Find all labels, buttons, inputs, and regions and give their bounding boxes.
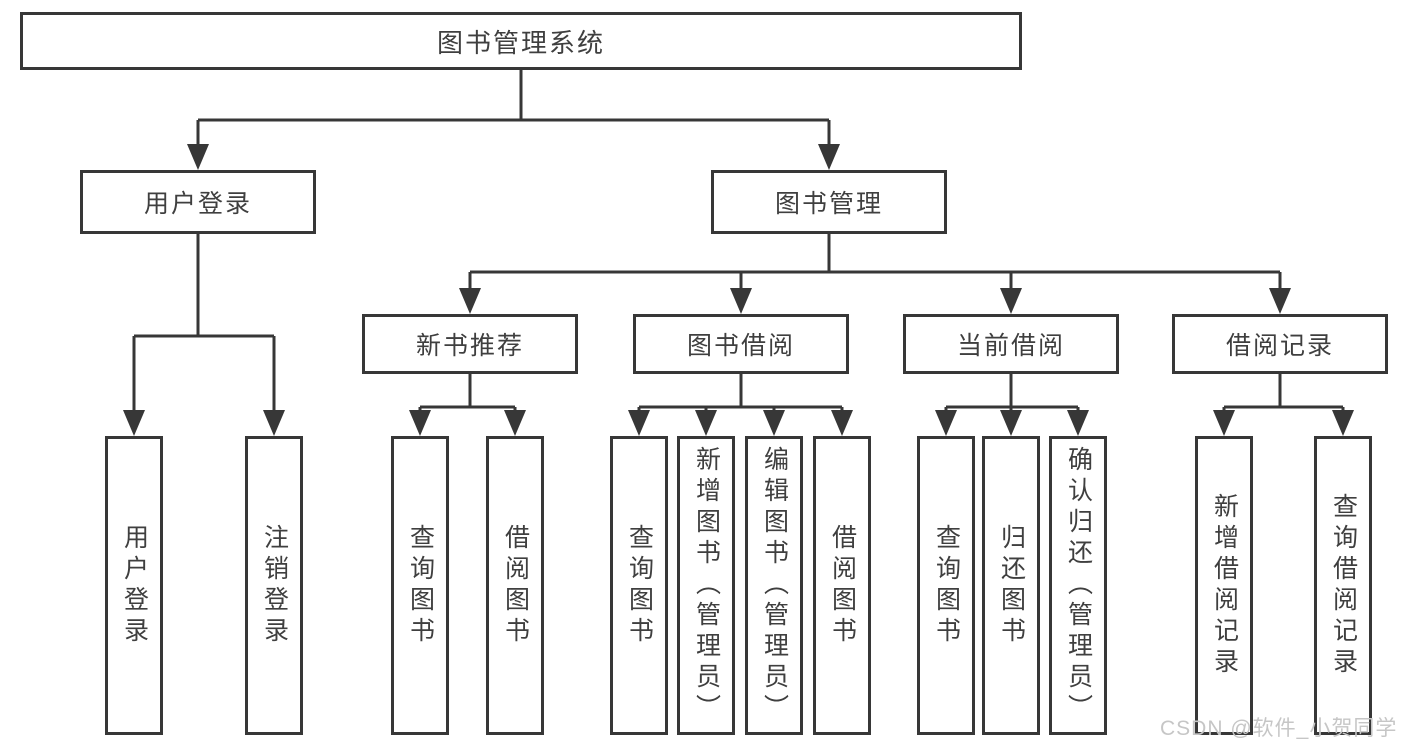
leaf-edit-book-admin-label: 编辑图书（管理员） xyxy=(760,446,789,725)
leaf-add-book-admin: 新增图书（管理员） xyxy=(677,436,735,735)
leaf-add-borrow-record-label: 新增借阅记录 xyxy=(1210,492,1239,679)
node-root-label: 图书管理系统 xyxy=(436,27,605,58)
leaf-add-borrow-record: 新增借阅记录 xyxy=(1195,436,1253,735)
leaf-query-books-current: 查询图书 xyxy=(917,436,975,735)
leaf-borrow-books: 借阅图书 xyxy=(813,436,871,735)
node-root: 图书管理系统 xyxy=(20,12,1022,70)
leaf-query-books-recommend-label: 查询图书 xyxy=(406,523,435,648)
node-borrow-records: 借阅记录 xyxy=(1172,314,1388,374)
node-book-management: 图书管理 xyxy=(711,170,947,234)
node-borrow-records-label: 借阅记录 xyxy=(1225,332,1334,360)
node-user-login: 用户登录 xyxy=(80,170,316,234)
leaf-edit-book-admin: 编辑图书（管理员） xyxy=(745,436,803,735)
leaf-user-login-label: 用户登录 xyxy=(120,523,149,648)
leaf-query-books-borrow-label: 查询图书 xyxy=(625,523,654,648)
leaf-borrow-books-label: 借阅图书 xyxy=(828,523,857,648)
leaf-user-login: 用户登录 xyxy=(105,436,163,735)
leaf-add-book-admin-label: 新增图书（管理员） xyxy=(692,446,721,725)
leaf-query-borrow-record: 查询借阅记录 xyxy=(1314,436,1372,735)
leaf-query-borrow-record-label: 查询借阅记录 xyxy=(1329,492,1358,679)
node-book-borrow-label: 图书借阅 xyxy=(686,332,795,360)
watermark: CSDN @软件_小贺同学 xyxy=(1160,717,1398,740)
leaf-return-book-label: 归还图书 xyxy=(997,523,1026,648)
leaf-query-books-borrow: 查询图书 xyxy=(610,436,668,735)
leaf-query-books-current-label: 查询图书 xyxy=(932,523,961,648)
node-new-book-recommend-label: 新书推荐 xyxy=(415,332,524,360)
node-current-borrow-label: 当前借阅 xyxy=(956,332,1065,360)
node-user-login-label: 用户登录 xyxy=(143,190,252,218)
node-book-borrow: 图书借阅 xyxy=(633,314,849,374)
leaf-logout: 注销登录 xyxy=(245,436,303,735)
node-current-borrow: 当前借阅 xyxy=(903,314,1119,374)
leaf-confirm-return-admin-label: 确认归还（管理员） xyxy=(1064,446,1093,725)
leaf-borrow-books-recommend-label: 借阅图书 xyxy=(501,523,530,648)
leaf-query-books-recommend: 查询图书 xyxy=(391,436,449,735)
leaf-return-book: 归还图书 xyxy=(982,436,1040,735)
node-book-management-label: 图书管理 xyxy=(774,190,883,218)
leaf-borrow-books-recommend: 借阅图书 xyxy=(486,436,544,735)
leaf-logout-label: 注销登录 xyxy=(260,523,289,648)
leaf-confirm-return-admin: 确认归还（管理员） xyxy=(1049,436,1107,735)
node-new-book-recommend: 新书推荐 xyxy=(362,314,578,374)
